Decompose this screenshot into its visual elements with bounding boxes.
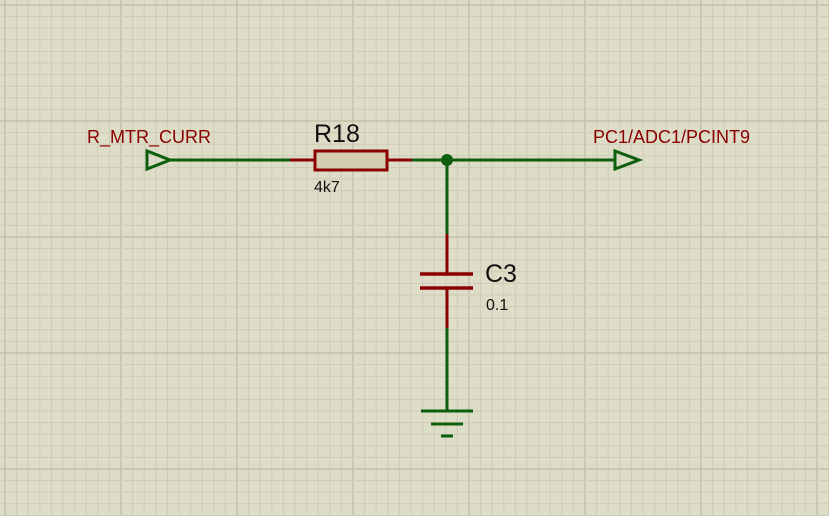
junction-dot[interactable]	[441, 154, 453, 166]
resistor-r18[interactable]: R18 4k7	[290, 120, 412, 196]
ground-symbol-icon[interactable]	[421, 409, 473, 438]
output-terminal-arrow-icon	[613, 148, 644, 172]
output-terminal[interactable]: PC1/ADC1/PCINT9	[593, 127, 750, 172]
input-net-label: R_MTR_CURR	[87, 127, 211, 148]
resistor-value: 4k7	[314, 179, 340, 196]
capacitor-reference: C3	[485, 260, 517, 288]
input-terminal[interactable]: R_MTR_CURR	[87, 127, 211, 172]
resistor-reference: R18	[314, 120, 360, 148]
output-net-label: PC1/ADC1/PCINT9	[593, 127, 750, 147]
capacitor-value: 0.1	[486, 297, 508, 314]
resistor-body-icon	[313, 149, 389, 172]
input-terminal-arrow-icon	[145, 148, 175, 172]
capacitor-c3[interactable]: C3 0.1	[420, 234, 517, 328]
